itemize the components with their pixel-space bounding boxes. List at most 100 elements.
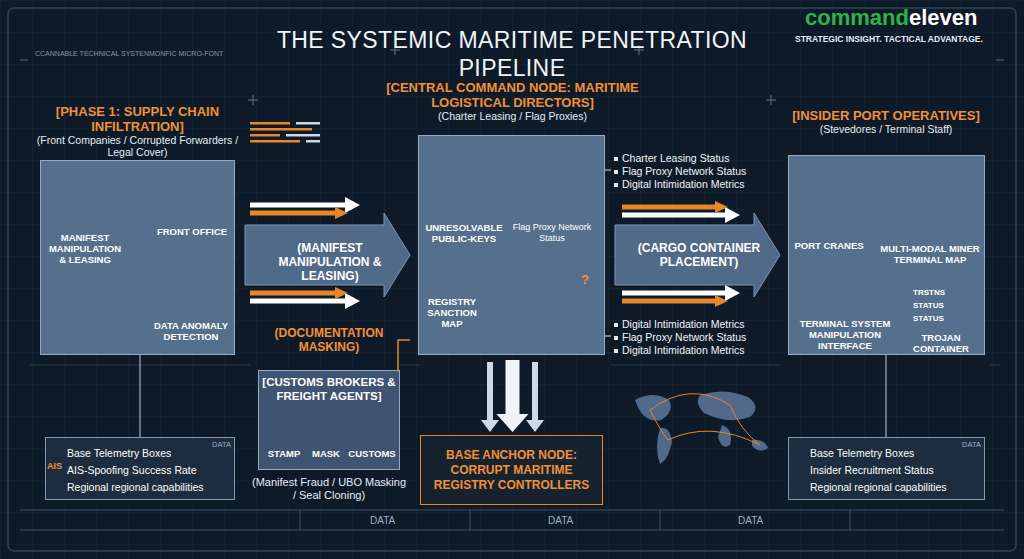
- leader-connector: [398, 340, 410, 370]
- icon-shape: [635, 391, 768, 464]
- node-title: [CENTRAL COMMAND NODE: MARITIME LOGISTIC…: [380, 80, 645, 110]
- data-box: DATABase Telemetry BoxesInsider Recruitm…: [788, 437, 985, 500]
- icon-label: REGISTRY SANCTION MAP: [420, 296, 484, 329]
- status-item: Flag Proxy Network Status: [622, 165, 746, 178]
- edge-label: (DOCUMENTATION MASKING): [270, 326, 388, 354]
- panel-header: [CENTRAL COMMAND NODE: MARITIME LOGISTIC…: [380, 80, 645, 122]
- decor-path: [481, 362, 499, 432]
- decor-rect: [250, 128, 312, 131]
- icon-label: TROJAN CONTAINER: [900, 332, 982, 354]
- phase-panel: [PHASE 1: SUPPLY CHAIN INFILTRATION](Fro…: [30, 104, 245, 355]
- micro-text: CCANNABLE TECHNICAL SYSTENMONFIC MICRO-F…: [35, 50, 223, 58]
- icon-text: AIS: [47, 461, 62, 472]
- node-text: (Front Companies / Corrupted Forwarders …: [30, 134, 245, 158]
- decor-path: [725, 207, 740, 223]
- logo-word: command: [805, 5, 909, 31]
- decor-path: [605, 170, 611, 336]
- decor-path: [622, 291, 725, 296]
- node-text: Base Telemetry Boxes: [810, 447, 982, 460]
- node-title: [CUSTOMS BROKERS & FREIGHT AGENTS]: [260, 375, 398, 403]
- footer-tag: DATA: [738, 515, 763, 527]
- anchor-box: BASE ANCHOR NODE: CORRUPT MARITIME REGIS…: [420, 435, 603, 505]
- status-item: Digital Intimidation Metrics: [622, 344, 745, 357]
- node-title: DATA: [195, 440, 231, 449]
- node-text: (Manifest Fraud / UBO Masking / Seal Clo…: [250, 476, 408, 502]
- flow-arrow: [497, 360, 529, 432]
- node-title: MANIFEST MANIPULATION & LEASING: [45, 232, 125, 265]
- decor-path: [725, 285, 740, 301]
- decor-path: [715, 201, 728, 213]
- tagline: STRATEGIC INSIGHT. TACTICAL ADVANTAGE.: [795, 34, 983, 44]
- operatives-panel: [INSIDER PORT OPERATIVES](Stevedores / T…: [780, 108, 992, 355]
- decor-path: [622, 213, 725, 218]
- node-title: FRONT OFFICE: [152, 226, 232, 237]
- panel-header: [INSIDER PORT OPERATIVES](Stevedores / T…: [775, 108, 997, 135]
- edge-label: (CARGO CONTAINER PLACEMENT): [624, 241, 774, 269]
- node-title: TERMINAL SYSTEM MANIPULATION INTERFACE: [792, 318, 898, 351]
- status-text: STATUS: [913, 314, 944, 324]
- node-text: (Stevedores / Terminal Staff): [775, 123, 997, 135]
- icon-label: FRONT OFFICE: [152, 226, 232, 237]
- icon-label: MANIFEST MANIPULATION & LEASING: [45, 232, 125, 265]
- decor-path: [335, 207, 348, 219]
- status-text: STATUS: [913, 301, 944, 311]
- node-title: DATA: [945, 440, 981, 449]
- logo-word: eleven: [909, 5, 978, 31]
- icon-label: UNRESOLVABLE PUBLIC-KEYS: [424, 222, 504, 244]
- decor-path: [526, 362, 544, 432]
- node-title: TROJAN CONTAINER: [900, 332, 982, 354]
- node-text: MASK: [306, 448, 346, 459]
- icon-shape: [650, 394, 760, 445]
- node-text: Regional regional capabilities: [810, 481, 982, 494]
- node-title: REGISTRY SANCTION MAP: [420, 296, 484, 329]
- decor-rect: [614, 336, 618, 340]
- decor-rect: [250, 134, 280, 137]
- node-title: DATA ANOMALY DETECTION: [150, 320, 232, 342]
- node-text: (Charter Leasing / Flag Proxies): [380, 110, 645, 122]
- decor-rect: [306, 140, 320, 143]
- node-text: AIS-Spoofing Success Rate: [67, 464, 232, 477]
- node-title: Flag Proxy Network Status: [503, 222, 601, 244]
- leader-line: [885, 355, 886, 437]
- decor-path: [250, 211, 335, 216]
- decor-g: [286, 122, 320, 143]
- status-item: Charter Leasing Status: [622, 152, 729, 165]
- decor-rect: [8, 8, 1016, 551]
- node-title: MULTI-MODAL MINER TERMINAL MAP: [878, 243, 982, 265]
- decor-rect: [614, 170, 618, 174]
- decor-path: [715, 295, 728, 307]
- panel-header: [PHASE 1: SUPPLY CHAIN INFILTRATION](Fro…: [30, 104, 245, 158]
- icon-label: TERMINAL SYSTEM MANIPULATION INTERFACE: [792, 318, 898, 351]
- command-panel: [CENTRAL COMMAND NODE: MARITIME LOGISTIC…: [410, 80, 615, 357]
- data-box: DATABase Telemetry BoxesAIS-Spoofing Suc…: [45, 437, 235, 500]
- decor-rect: [614, 157, 618, 161]
- node-title: [PHASE 1: SUPPLY CHAIN INFILTRATION]: [30, 104, 245, 134]
- status-item: Digital Intimidation Metrics: [622, 178, 745, 191]
- decor-path: [335, 287, 348, 299]
- edge-label: (MANIFEST MANIPULATION & LEASING): [252, 241, 408, 283]
- decor-rect: [250, 122, 290, 125]
- decor-path: [622, 299, 715, 304]
- node-title: BASE ANCHOR NODE: CORRUPT MARITIME REGIS…: [425, 448, 598, 493]
- node-title: UNRESOLVABLE PUBLIC-KEYS: [424, 222, 504, 244]
- decor-path: [250, 299, 345, 304]
- map-marker: ?: [578, 272, 592, 288]
- decor-path: [622, 205, 715, 210]
- icon-label: DATA ANOMALY DETECTION: [150, 320, 232, 342]
- node-title: [INSIDER PORT OPERATIVES]: [775, 108, 997, 123]
- flow-band: [615, 213, 780, 297]
- decor-rect: [614, 183, 618, 187]
- decor-rect: [250, 140, 300, 143]
- status-text: TRSTNS: [913, 288, 945, 298]
- node-text: Insider Recruitment Status: [810, 464, 982, 477]
- decor-rect: [614, 349, 618, 353]
- diagram-title: THE SYSTEMIC MARITIME PENETRATION PIPELI…: [232, 26, 792, 82]
- footer-tag: DATA: [548, 515, 573, 527]
- decor-path: [250, 203, 345, 208]
- status-item: Digital Intimidation Metrics: [622, 318, 745, 331]
- decor-path: [345, 197, 360, 213]
- decor-path: [20, 510, 1004, 530]
- node-text: Regional regional capabilities: [67, 481, 232, 494]
